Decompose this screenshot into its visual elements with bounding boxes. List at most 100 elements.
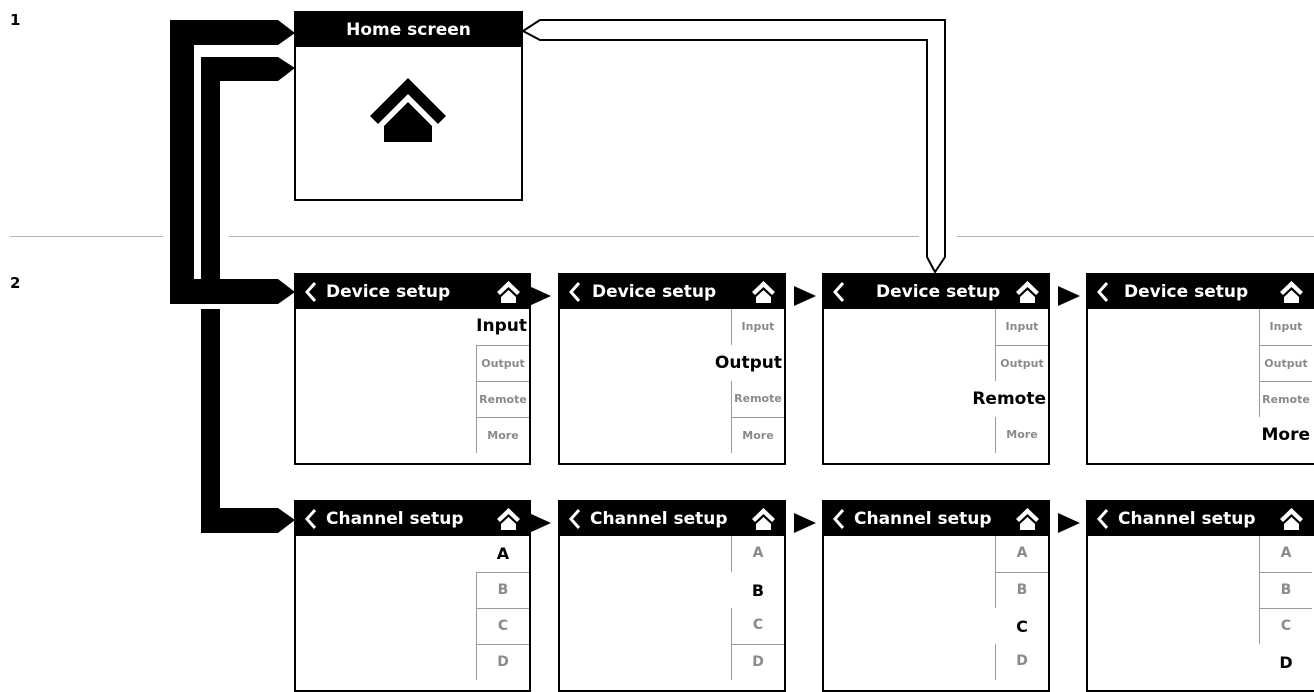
menu-item-b[interactable]: B bbox=[751, 581, 765, 600]
screen-title: Channel setup bbox=[326, 509, 464, 529]
channel-setup-screen-d: Channel setup A B C D bbox=[1086, 500, 1314, 692]
connector-home-to-remote bbox=[521, 19, 946, 274]
back-chevron-icon[interactable] bbox=[1096, 281, 1110, 303]
menu-item-output[interactable]: Output bbox=[1259, 345, 1312, 381]
side-menu: Input Output Remote More bbox=[296, 309, 529, 463]
menu-item-remote[interactable]: Remote bbox=[972, 389, 1046, 409]
menu-item-output[interactable]: Output bbox=[714, 353, 782, 373]
screen-header: Channel setup bbox=[560, 502, 784, 536]
screen-title: Channel setup bbox=[854, 509, 992, 529]
menu-item-d[interactable]: D bbox=[1279, 653, 1293, 672]
screen-header: Device setup bbox=[560, 275, 784, 309]
menu-item-input[interactable]: Input bbox=[995, 309, 1048, 345]
menu-item-output[interactable]: Output bbox=[476, 345, 529, 381]
back-chevron-icon[interactable] bbox=[568, 281, 582, 303]
screen-header: Device setup bbox=[296, 275, 529, 309]
screen-header: Channel setup bbox=[824, 502, 1048, 536]
menu-item-remote[interactable]: Remote bbox=[476, 381, 529, 417]
menu-item-remote[interactable]: Remote bbox=[1259, 381, 1312, 417]
menu-item-c[interactable]: C bbox=[1259, 608, 1312, 644]
device-setup-screen-more: Device setup Input Output Remote More bbox=[1086, 273, 1314, 465]
next-arrow-icon bbox=[794, 286, 816, 306]
menu-item-c[interactable]: C bbox=[476, 608, 529, 644]
connector-outer-to-home bbox=[170, 20, 295, 304]
side-menu: A B C D bbox=[824, 536, 1048, 690]
back-chevron-icon[interactable] bbox=[304, 508, 318, 530]
screen-header: Channel setup bbox=[296, 502, 529, 536]
section-divider bbox=[10, 236, 163, 237]
screen-title: Channel setup bbox=[1118, 509, 1256, 529]
menu-item-more[interactable]: More bbox=[1261, 425, 1310, 445]
screen-title: Device setup bbox=[876, 282, 1001, 302]
menu-item-a[interactable]: A bbox=[1259, 536, 1312, 572]
device-setup-screen-input: Device setup Input Output Remote More bbox=[294, 273, 531, 465]
side-menu: A B C D bbox=[1088, 536, 1312, 690]
back-chevron-icon[interactable] bbox=[832, 281, 846, 303]
home-icon[interactable] bbox=[751, 507, 776, 531]
side-menu: Input Output Remote More bbox=[824, 309, 1048, 463]
home-icon bbox=[370, 78, 446, 142]
menu-item-output[interactable]: Output bbox=[995, 345, 1048, 381]
screen-header: Device setup bbox=[824, 275, 1048, 309]
menu-item-input[interactable]: Input bbox=[476, 316, 527, 336]
back-chevron-icon[interactable] bbox=[304, 281, 318, 303]
screen-header: Home screen bbox=[296, 13, 521, 47]
connector-to-channel bbox=[201, 309, 295, 533]
back-chevron-icon[interactable] bbox=[832, 508, 846, 530]
back-chevron-icon[interactable] bbox=[1096, 508, 1110, 530]
screen-header: Channel setup bbox=[1088, 502, 1314, 536]
menu-item-d[interactable]: D bbox=[476, 644, 529, 680]
menu-item-more[interactable]: More bbox=[731, 417, 784, 453]
device-setup-screen-remote: Device setup Input Output Remote More bbox=[822, 273, 1050, 465]
home-icon[interactable] bbox=[1279, 507, 1304, 531]
menu-item-input[interactable]: Input bbox=[1259, 309, 1312, 345]
screen-title: Device setup bbox=[1124, 282, 1249, 302]
menu-item-a[interactable]: A bbox=[731, 536, 784, 572]
channel-setup-screen-a: Channel setup A B C D bbox=[294, 500, 531, 692]
next-arrow-icon bbox=[794, 513, 816, 533]
home-icon[interactable] bbox=[496, 507, 521, 531]
next-arrow-icon bbox=[1058, 513, 1080, 533]
menu-item-a[interactable]: A bbox=[995, 536, 1048, 572]
menu-item-c[interactable]: C bbox=[731, 608, 784, 644]
side-menu: A B C D bbox=[296, 536, 529, 690]
menu-item-b[interactable]: B bbox=[1259, 572, 1312, 608]
section-divider bbox=[957, 236, 1314, 237]
screen-title: Home screen bbox=[346, 20, 471, 40]
menu-item-b[interactable]: B bbox=[476, 572, 529, 608]
section-divider bbox=[229, 236, 919, 237]
menu-item-d[interactable]: D bbox=[995, 644, 1048, 680]
menu-item-b[interactable]: B bbox=[995, 572, 1048, 608]
next-arrow-icon bbox=[529, 513, 551, 533]
home-icon[interactable] bbox=[1279, 280, 1304, 304]
screen-title: Channel setup bbox=[590, 509, 728, 529]
home-screen: Home screen bbox=[294, 11, 523, 201]
menu-item-input[interactable]: Input bbox=[731, 309, 784, 345]
menu-item-d[interactable]: D bbox=[731, 644, 784, 680]
device-setup-screen-output: Device setup Input Output Remote More bbox=[558, 273, 786, 465]
side-menu: A B C D bbox=[560, 536, 784, 690]
row-label-2: 2 bbox=[10, 274, 21, 292]
home-icon[interactable] bbox=[496, 280, 521, 304]
home-icon[interactable] bbox=[1015, 507, 1040, 531]
connector-inner-to-home bbox=[201, 57, 295, 279]
menu-item-remote[interactable]: Remote bbox=[731, 381, 784, 417]
home-icon[interactable] bbox=[1015, 280, 1040, 304]
home-icon[interactable] bbox=[751, 280, 776, 304]
side-menu: Input Output Remote More bbox=[1088, 309, 1312, 463]
row-label-1: 1 bbox=[10, 11, 21, 29]
screen-header: Device setup bbox=[1088, 275, 1314, 309]
menu-item-c[interactable]: C bbox=[1016, 617, 1028, 636]
next-arrow-icon bbox=[529, 286, 551, 306]
channel-setup-screen-c: Channel setup A B C D bbox=[822, 500, 1050, 692]
back-chevron-icon[interactable] bbox=[568, 508, 582, 530]
side-menu: Input Output Remote More bbox=[560, 309, 784, 463]
channel-setup-screen-b: Channel setup A B C D bbox=[558, 500, 786, 692]
next-arrow-icon bbox=[1058, 286, 1080, 306]
menu-item-a[interactable]: A bbox=[496, 544, 510, 563]
menu-item-more[interactable]: More bbox=[476, 417, 529, 453]
menu-item-more[interactable]: More bbox=[995, 417, 1048, 453]
screen-title: Device setup bbox=[592, 282, 717, 302]
screen-title: Device setup bbox=[326, 282, 451, 302]
